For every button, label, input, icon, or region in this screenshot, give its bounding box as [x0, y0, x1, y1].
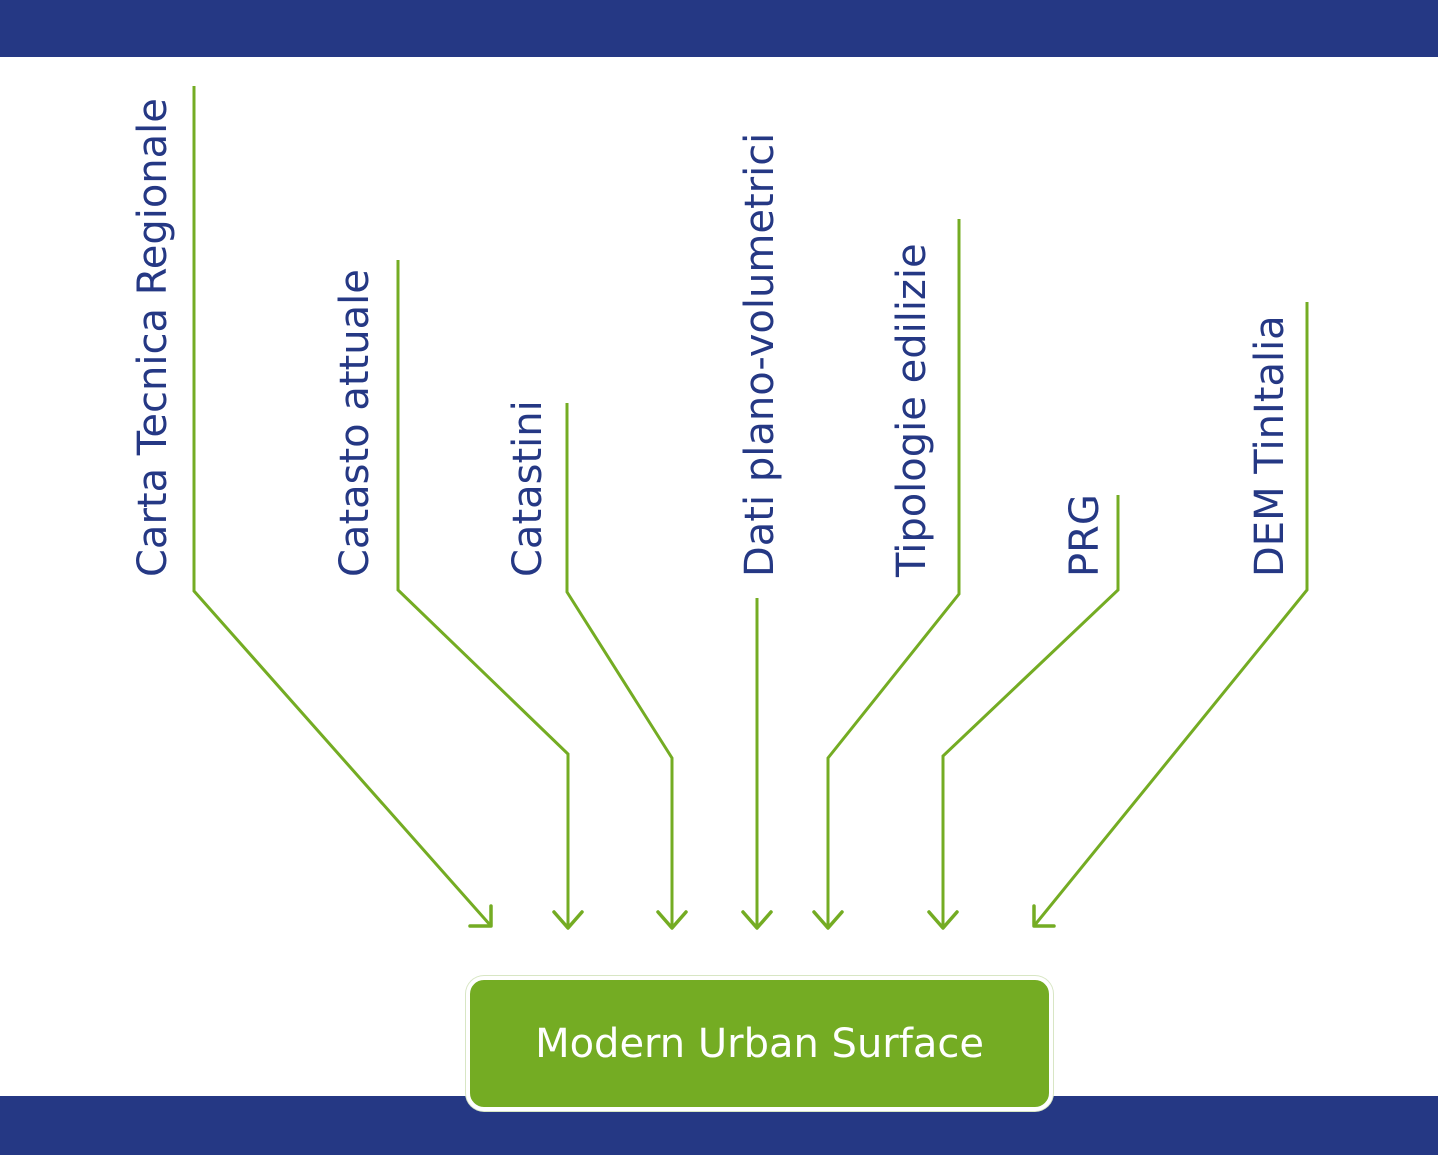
flow-line-catastini [565, 403, 674, 926]
arrowhead-icon [656, 910, 688, 930]
top-band [0, 0, 1438, 57]
source-label-dem: DEM TinItalia [1247, 315, 1293, 577]
flow-line-tipologie [826, 219, 961, 926]
arrowhead-icon [1032, 904, 1056, 928]
arrowhead-icon [741, 910, 773, 930]
source-label-ctr: Carta Tecnica Regionale [130, 98, 176, 577]
arrowhead-icon [552, 910, 584, 930]
flow-line-catasto [396, 260, 570, 926]
flow-line-dem [1032, 302, 1309, 927]
source-label-prg: PRG [1062, 494, 1108, 577]
arrowhead-icon [812, 910, 844, 930]
source-label-catastini: Catastini [505, 400, 551, 577]
target-box: Modern Urban Surface [466, 976, 1053, 1111]
source-label-dati: Dati plano-volumetrici [737, 133, 783, 577]
flow-line-prg [941, 495, 1120, 926]
source-label-tipologie: Tipologie edilizie [889, 243, 935, 578]
flow-line-ctr [192, 86, 493, 927]
arrowhead-icon [927, 910, 959, 930]
target-label: Modern Urban Surface [535, 1020, 984, 1067]
source-label-catasto: Catasto attuale [332, 269, 378, 577]
arrowhead-icon [468, 904, 493, 928]
